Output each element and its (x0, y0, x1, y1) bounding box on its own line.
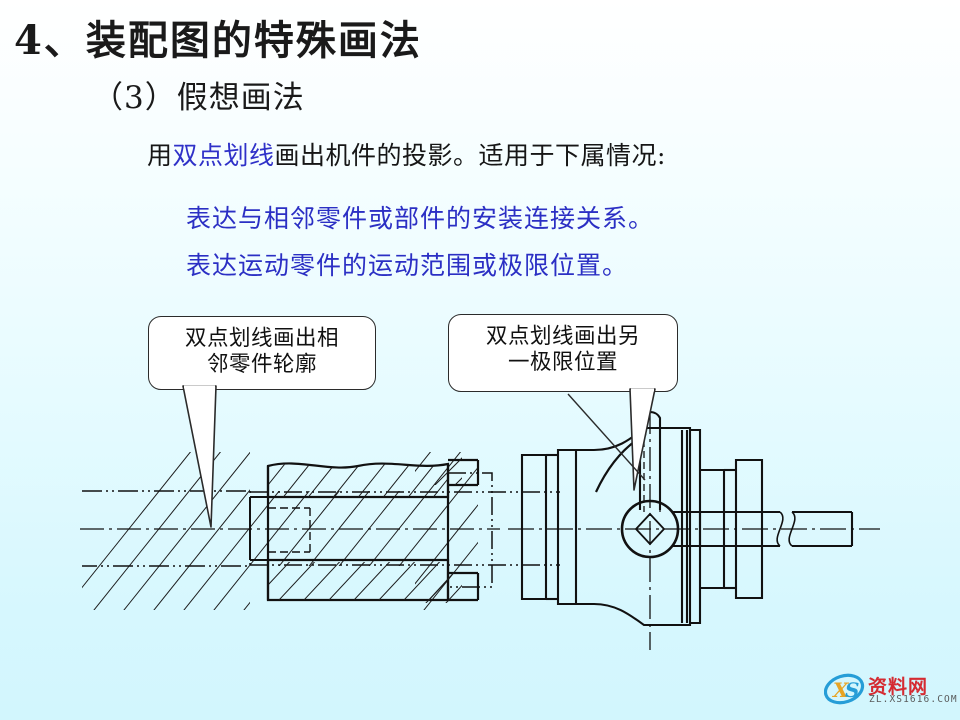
callout-left-tail (182, 385, 217, 528)
watermark-url: ZL.XS1616.COM (869, 694, 958, 705)
left-sleeve-hatch-bot (268, 562, 448, 600)
figure-left (80, 452, 560, 610)
svg-text:X: X (831, 678, 850, 702)
left-phantom-shaft-lines (250, 491, 560, 566)
callout-right-line-1: 双点划线画出另 (485, 324, 640, 349)
right-right-flange-outer (734, 458, 764, 600)
watermark: X S 资料网 ZL.XS1616.COM (823, 670, 957, 712)
callout-right-limit-position: 双点划线画出另 一极限位置 (448, 314, 678, 392)
callout-right-leader-line (567, 393, 646, 481)
right-shaft-break (776, 511, 784, 547)
body-line-prefix: 用 (147, 141, 173, 170)
watermark-brand: 资料网 (868, 676, 929, 698)
page-subtitle: （3）假想画法 (92, 80, 305, 116)
body-line: 用双点划线画出机件的投影。适用于下属情况: (147, 136, 666, 172)
body-line-accent: 双点划线 (172, 141, 275, 170)
left-flange (425, 457, 493, 603)
callout-left-line-2: 邻零件轮廓 (206, 352, 317, 378)
right-valve-body (576, 426, 692, 627)
page-title: 4、装配图的特殊画法 (14, 17, 422, 64)
callout-left-line-1: 双点划线画出相 (184, 326, 339, 351)
left-sleeve-body (266, 462, 450, 602)
left-sleeve-hidden-bore (268, 507, 311, 553)
left-sleeve-hatch-top (268, 464, 448, 497)
bullet-item-1: 表达与相邻零件或部件的安装连接关系。 (186, 204, 655, 233)
body-line-suffix: 画出机件的投影。适用于下属情况: (274, 141, 666, 170)
bullet-item-2: 表达运动零件的运动范围或极限位置。 (186, 251, 629, 280)
callout-right-line-2: 一极限位置 (507, 350, 618, 376)
callout-right-tail (629, 388, 656, 491)
watermark-logo-icon: X S (823, 673, 865, 705)
svg-text:S: S (845, 678, 859, 702)
left-phantom-right-outline (448, 472, 493, 588)
callout-left-part-contour: 双点划线画出相 邻零件轮廓 (148, 316, 376, 390)
